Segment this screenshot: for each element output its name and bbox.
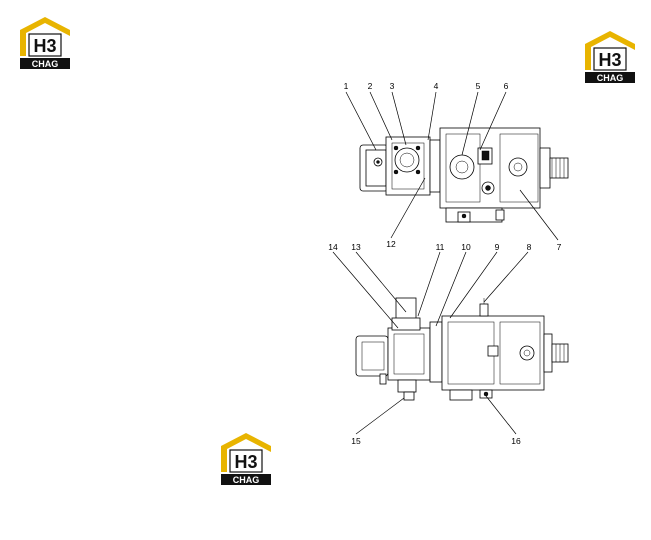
callout-13: 13	[351, 242, 361, 252]
callout-4: 4	[434, 81, 439, 91]
svg-text:H3: H3	[33, 36, 56, 56]
callout-1: 1	[344, 81, 349, 91]
callout-5: 5	[476, 81, 481, 91]
svg-text:CHAG: CHAG	[597, 73, 624, 83]
svg-text:CHAG: CHAG	[233, 475, 260, 485]
svg-text:H3: H3	[234, 452, 257, 472]
callout-7: 7	[557, 242, 562, 252]
callout-11: 11	[436, 242, 445, 252]
pump-top-view	[359, 127, 569, 223]
svg-text:H3: H3	[598, 50, 621, 70]
callout-6: 6	[504, 81, 509, 91]
callout-2: 2	[368, 81, 373, 91]
callout-8: 8	[527, 242, 532, 252]
pump-side-view	[355, 297, 569, 401]
callout-labels: 1 2 3 4 5 6 7 8 9 10 11 12 13 14 15 16	[328, 81, 561, 446]
callout-9: 9	[495, 242, 500, 252]
callout-14: 14	[328, 242, 338, 252]
leader-lines	[332, 91, 559, 435]
callout-10: 10	[461, 242, 471, 252]
brand-logo-top-right: H3 CHAG	[583, 30, 637, 84]
callout-3: 3	[390, 81, 395, 91]
brand-logo-top-left: H3 CHAG	[18, 16, 72, 70]
callout-16: 16	[511, 436, 521, 446]
svg-text:CHAG: CHAG	[32, 59, 59, 69]
brand-logo-bottom: H3 CHAG	[219, 432, 273, 486]
callout-12: 12	[386, 239, 396, 249]
callout-15: 15	[351, 436, 361, 446]
